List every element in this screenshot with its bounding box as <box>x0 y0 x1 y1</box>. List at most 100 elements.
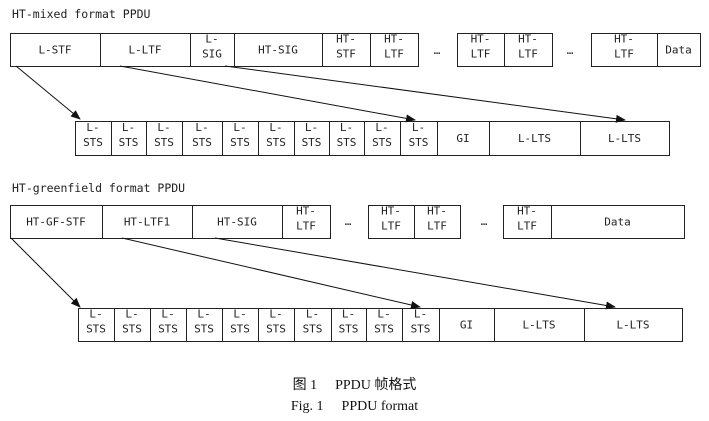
greenfield-top-label: HT- <box>427 205 447 218</box>
greenfield-format-title: HT-greenfield format PPDU <box>12 181 185 195</box>
mixed-top-label: HT-SIG <box>258 44 298 57</box>
mapping-arrow <box>10 237 81 308</box>
mixed-bottom-label: L- <box>375 121 388 134</box>
greenfield-bottom-label: L- <box>342 308 355 321</box>
mixed-bottom-label: L- <box>305 121 318 134</box>
mixed-top-label: Data <box>665 44 692 57</box>
ppdu-diagram: HT-mixed format PPDU HT-greenfield forma… <box>10 7 701 342</box>
greenfield-bottom-label: L- <box>161 308 174 321</box>
mixed-bottom-cell <box>258 121 295 156</box>
mixed-bottom-cell <box>489 121 581 156</box>
greenfield-bottom-label: STS <box>122 323 142 336</box>
mixed-top-cell <box>457 33 505 67</box>
greenfield-top-cell <box>368 205 415 239</box>
greenfield-bottom-label: L- <box>125 308 138 321</box>
mixed-bottom-label: L- <box>195 121 208 134</box>
mixed-top-cell <box>591 33 658 67</box>
mixed-bottom-label: L- <box>86 121 99 134</box>
greenfield-bottom-label: STS <box>374 323 394 336</box>
greenfield-top-label: Data <box>604 216 631 229</box>
ellipsis: … <box>567 44 574 57</box>
mixed-top-label: HT- <box>471 33 491 46</box>
greenfield-top-label: HT- <box>517 205 537 218</box>
caption-english: Fig. 1 PPDU format <box>0 399 709 415</box>
mixed-bottom-cell <box>400 121 438 156</box>
greenfield-top-label: HT-GF-STF <box>26 216 86 229</box>
greenfield-bottom-label: L- <box>377 308 390 321</box>
mixed-bottom-label: L- <box>412 121 425 134</box>
greenfield-bottom-label: STS <box>194 323 214 336</box>
mixed-top-label: HT- <box>518 33 538 46</box>
mixed-top-cell <box>190 33 235 67</box>
mixed-bottom-label: L-LTS <box>608 132 641 145</box>
mixed-bottom-cell <box>437 121 490 156</box>
mixed-bottom-cell <box>182 121 223 156</box>
mixed-bottom-label: STS <box>119 136 139 149</box>
greenfield-bottom-cell <box>402 308 440 342</box>
mixed-top-label: SIG <box>202 48 222 61</box>
mixed-top-label: HT- <box>614 33 634 46</box>
caption-en-text: PPDU format <box>341 399 419 414</box>
mixed-bottom-label: L- <box>340 121 353 134</box>
mixed-bottom-label: STS <box>409 136 429 149</box>
mixed-top-label: STF <box>336 48 356 61</box>
greenfield-bottom-cell <box>366 308 403 342</box>
greenfield-bottom-label: L-LTS <box>616 319 649 332</box>
greenfield-top-label: LTF <box>517 220 537 233</box>
greenfield-bottom-cell <box>186 308 223 342</box>
mixed-top-label: LTF <box>471 48 491 61</box>
mixed-bottom-label: STS <box>230 136 250 149</box>
mixed-bottom-label: STS <box>337 136 357 149</box>
greenfield-bottom-label: STS <box>86 323 106 336</box>
greenfield-bottom-cell <box>439 308 495 342</box>
greenfield-bottom-label: L- <box>89 308 102 321</box>
greenfield-top-label: HT- <box>296 205 316 218</box>
greenfield-bottom-label: L-LTS <box>522 319 555 332</box>
greenfield-bottom-label: STS <box>158 323 178 336</box>
greenfield-bottom-label: STS <box>266 323 286 336</box>
greenfield-bottom-cell <box>150 308 187 342</box>
mixed-bottom-label: L-LTS <box>518 132 551 145</box>
greenfield-bottom-cell <box>294 308 332 342</box>
greenfield-top-label: LTF <box>427 220 447 233</box>
caption-en-label: Fig. 1 <box>290 399 324 414</box>
greenfield-top-label: HT-SIG <box>217 216 257 229</box>
greenfield-top-label: HT- <box>381 205 401 218</box>
greenfield-top-cell <box>551 205 685 239</box>
mixed-top-cell <box>657 33 701 67</box>
mixed-bottom-label: L- <box>233 121 246 134</box>
greenfield-bottom-label: L- <box>197 308 210 321</box>
mapping-arrow <box>214 237 616 310</box>
greenfield-bottom-label: STS <box>303 323 323 336</box>
greenfield-bottom-cell <box>258 308 295 342</box>
mixed-bottom-label: L- <box>269 121 282 134</box>
mixed-top-label: LTF <box>614 48 634 61</box>
greenfield-bottom-cell <box>494 308 585 342</box>
mixed-top-cell <box>504 33 553 67</box>
mixed-top-label: L-LTF <box>128 44 161 57</box>
mixed-bottom-label: GI <box>456 132 469 145</box>
mapping-arrow <box>15 65 81 120</box>
greenfield-bottom-label: L- <box>414 308 427 321</box>
mixed-top-cell <box>100 33 191 67</box>
mixed-bottom-cell <box>580 121 670 156</box>
mixed-bottom-label: STS <box>266 136 286 149</box>
mixed-format-title: HT-mixed format PPDU <box>12 7 151 21</box>
mixed-bottom-label: STS <box>302 136 322 149</box>
mixed-top-label: LTF <box>518 48 538 61</box>
greenfield-top-cell <box>414 205 461 239</box>
mixed-bottom-cell <box>364 121 401 156</box>
ellipsis: … <box>434 44 441 57</box>
mixed-top-label: L- <box>205 33 218 46</box>
caption-cn-text: PPDU 帧格式 <box>335 378 417 393</box>
mixed-bottom-label: STS <box>372 136 392 149</box>
mixed-top-label: HT- <box>336 33 356 46</box>
greenfield-top-cell <box>102 205 193 239</box>
mapping-arrow <box>121 237 421 309</box>
greenfield-bottom-cell <box>584 308 683 342</box>
greenfield-bottom-label: STS <box>230 323 250 336</box>
mixed-bottom-label: STS <box>192 136 212 149</box>
mixed-top-cell <box>10 33 101 67</box>
